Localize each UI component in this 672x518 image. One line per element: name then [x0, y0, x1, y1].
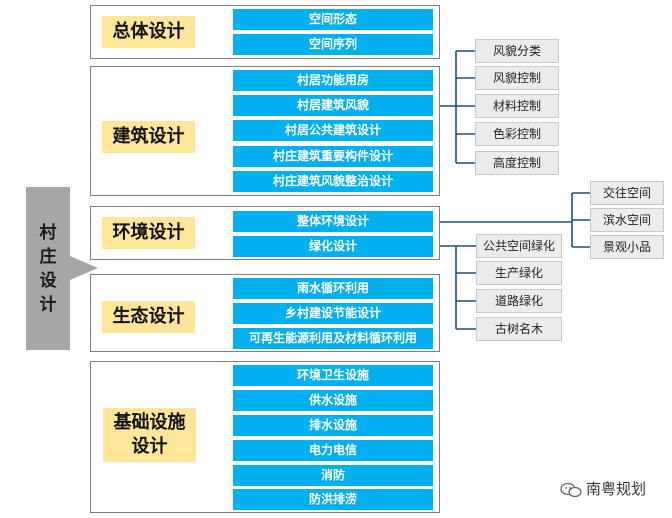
branch-box-style: 风貌分类 [475, 39, 559, 63]
group-infrastructure: 基础设施 设计 环境卫生设施 供水设施 排水设施 电力电信 消防 防洪排涝 [90, 361, 440, 513]
watermark: 南粤规划 [560, 478, 646, 499]
group-label: 总体设计 [102, 16, 195, 48]
group-environment: 环境设计 整体环境设计 绿化设计 [90, 206, 440, 260]
branch-box-environment: 滨水空间 [590, 208, 664, 232]
wechat-icon [560, 482, 582, 497]
item-box: 消防 [233, 465, 433, 486]
branch-box-environment: 景观小品 [590, 235, 664, 259]
branch-box-greening: 生产绿化 [476, 261, 562, 285]
branch-box-style: 材料控制 [475, 94, 559, 118]
item-box: 防洪排涝 [233, 489, 433, 510]
watermark-text: 南粤规划 [586, 480, 647, 498]
item-box: 村居公共建筑设计 [233, 120, 433, 141]
group-label: 建筑设计 [102, 121, 195, 153]
item-box: 村居功能用房 [233, 70, 433, 91]
group-architecture: 建筑设计 村居功能用房 村居建筑风貌 村居公共建筑设计 村庄建筑重要构件设计 村… [90, 66, 440, 196]
root-node: 村 庄 设 计 [26, 187, 70, 350]
branch-box-greening: 道路绿化 [476, 289, 562, 313]
group-ecology: 生态设计 雨水循环利用 乡村建设节能设计 可再生能源利用及材料循环利用 [90, 274, 440, 352]
item-box: 绿化设计 [233, 236, 433, 257]
item-box: 空间序列 [233, 34, 433, 55]
item-box: 村庄建筑风貌整治设计 [233, 171, 433, 192]
item-box: 村庄建筑重要构件设计 [233, 146, 433, 167]
item-box: 环境卫生设施 [233, 365, 433, 386]
branch-box-greening: 公共空间绿化 [476, 234, 562, 258]
item-box: 可再生能源利用及材料循环利用 [233, 328, 433, 349]
branch-box-greening: 古树名木 [476, 317, 562, 341]
item-box: 供水设施 [233, 390, 433, 411]
branch-box-style: 色彩控制 [475, 122, 559, 146]
root-label: 村 庄 设 计 [39, 223, 57, 315]
group-label: 环境设计 [102, 217, 195, 249]
group-label: 生态设计 [102, 301, 195, 333]
item-box: 乡村建设节能设计 [233, 303, 433, 324]
item-box: 排水设施 [233, 415, 433, 436]
branch-box-style: 高度控制 [475, 151, 559, 175]
item-box: 村居建筑风貌 [233, 95, 433, 116]
group-overall: 总体设计 空间形态 空间序列 [90, 5, 440, 59]
item-box: 整体环境设计 [233, 211, 433, 232]
group-label: 基础设施 设计 [103, 408, 196, 462]
item-box: 空间形态 [233, 9, 433, 30]
branch-box-environment: 交往空间 [590, 181, 664, 205]
item-box: 电力电信 [233, 440, 433, 461]
branch-box-style: 风貌控制 [475, 66, 559, 90]
item-box: 雨水循环利用 [233, 278, 433, 299]
